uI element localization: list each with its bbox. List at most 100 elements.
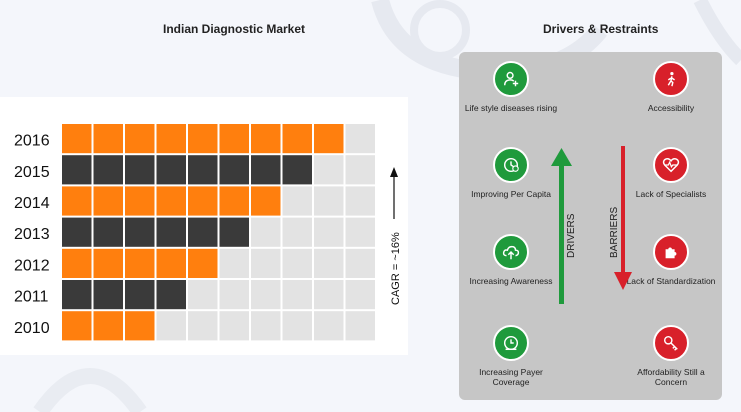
waffle-cell-filled — [156, 217, 186, 247]
drivers-restraints-panel: Life style diseases rising Improving Per… — [459, 52, 722, 400]
driver-label: Increasing Payer Coverage — [479, 367, 543, 387]
money-clock-icon — [493, 147, 529, 183]
driver-label: Increasing Awareness — [469, 276, 553, 286]
waffle-cell-filled — [125, 217, 155, 247]
waffle-cell-filled — [282, 155, 312, 185]
waffle-cell-filled — [251, 124, 281, 154]
year-label: 2010 — [14, 320, 50, 337]
waffle-cell-filled — [93, 311, 123, 341]
waffle-cell-filled — [188, 217, 218, 247]
waffle-cell-empty — [251, 280, 281, 310]
barrier-label: Affordability Still a Concern — [637, 367, 705, 387]
waffle-cell-filled — [93, 186, 123, 216]
walking-person-icon — [653, 61, 689, 97]
waffle-cell-empty — [314, 186, 344, 216]
barriers-axis-label: BARRIERS — [609, 207, 620, 258]
person-plus-icon — [493, 61, 529, 97]
waffle-cell-empty — [282, 186, 312, 216]
barrier-item-standardization: Lack of Standardization — [621, 234, 721, 286]
waffle-cell-empty — [219, 311, 249, 341]
waffle-cell-filled — [62, 155, 92, 185]
cagr-annotation: CAGR = ~16% — [390, 232, 402, 305]
waffle-cell-filled — [62, 124, 92, 154]
waffle-cell-empty — [188, 280, 218, 310]
waffle-cell-filled — [93, 280, 123, 310]
waffle-cell-empty — [251, 311, 281, 341]
barrier-label: Lack of Specialists — [635, 189, 707, 199]
year-label: 2015 — [14, 164, 50, 181]
waffle-cell-filled — [251, 186, 281, 216]
waffle-cell-filled — [62, 186, 92, 216]
barriers-arrow — [614, 146, 632, 290]
waffle-cell-empty — [282, 280, 312, 310]
waffle-cell-empty — [219, 248, 249, 278]
waffle-cell-filled — [282, 124, 312, 154]
waffle-cell-filled — [62, 248, 92, 278]
waffle-cell-filled — [125, 186, 155, 216]
waffle-cell-filled — [188, 124, 218, 154]
puzzle-icon — [653, 234, 689, 270]
waffle-cell-filled — [156, 155, 186, 185]
barrier-item-accessibility: Accessibility — [621, 61, 721, 113]
waffle-cell-empty — [314, 155, 344, 185]
barrier-label: Accessibility — [647, 103, 695, 113]
waffle-cell-empty — [156, 311, 186, 341]
waffle-cell-filled — [125, 124, 155, 154]
driver-item-lifestyle: Life style diseases rising — [461, 61, 561, 113]
waffle-cell-empty — [345, 280, 375, 310]
year-label: 2011 — [14, 289, 49, 306]
barrier-label: Lack of Standardization — [626, 276, 716, 286]
waffle-cell-filled — [251, 155, 281, 185]
waffle-cell-empty — [345, 311, 375, 341]
cagr-arrow-head — [390, 167, 398, 177]
driver-item-payer-coverage: Increasing Payer Coverage — [461, 325, 561, 387]
waffle-cell-filled — [314, 124, 344, 154]
waffle-cell-filled — [125, 248, 155, 278]
waffle-cell-filled — [125, 280, 155, 310]
waffle-cell-filled — [62, 217, 92, 247]
heartbeat-icon — [653, 147, 689, 183]
barrier-item-specialists: Lack of Specialists — [621, 147, 721, 199]
barrier-item-affordability: Affordability Still a Concern — [621, 325, 721, 387]
key-icon — [653, 325, 689, 361]
waffle-cell-empty — [345, 155, 375, 185]
waffle-cell-filled — [188, 248, 218, 278]
waffle-cell-empty — [345, 248, 375, 278]
waffle-cell-filled — [93, 124, 123, 154]
driver-label: Life style diseases rising — [464, 103, 558, 113]
waffle-cell-empty — [314, 311, 344, 341]
waffle-cell-filled — [156, 186, 186, 216]
cloud-upload-icon — [493, 234, 529, 270]
right-title: Drivers & Restraints — [543, 22, 659, 36]
waffle-cell-empty — [314, 217, 344, 247]
waffle-cell-filled — [62, 311, 92, 341]
waffle-cell-empty — [345, 217, 375, 247]
year-label: 2012 — [14, 257, 50, 274]
waffle-cell-filled — [188, 155, 218, 185]
waffle-cell-empty — [282, 217, 312, 247]
waffle-cell-filled — [188, 186, 218, 216]
waffle-cell-empty — [251, 248, 281, 278]
waffle-cell-filled — [125, 155, 155, 185]
waffle-cell-filled — [219, 217, 249, 247]
waffle-cell-filled — [62, 280, 92, 310]
waffle-cell-filled — [93, 155, 123, 185]
waffle-cell-filled — [219, 155, 249, 185]
left-title: Indian Diagnostic Market — [163, 22, 306, 36]
waffle-cell-filled — [93, 248, 123, 278]
waffle-cell-filled — [156, 280, 186, 310]
driver-item-per-capita: Improving Per Capita — [461, 147, 561, 199]
waffle-cell-empty — [282, 311, 312, 341]
waffle-cell-filled — [156, 124, 186, 154]
drivers-arrow — [551, 148, 572, 304]
waffle-cell-empty — [345, 124, 375, 154]
waffle-cell-empty — [282, 248, 312, 278]
waffle-cell-empty — [314, 248, 344, 278]
waffle-cell-empty — [188, 311, 218, 341]
trend-arrows: DRIVERS BARRIERS — [551, 146, 632, 304]
drivers-axis-label: DRIVERS — [566, 213, 577, 258]
waffle-cell-empty — [345, 186, 375, 216]
year-label: 2016 — [14, 133, 50, 150]
